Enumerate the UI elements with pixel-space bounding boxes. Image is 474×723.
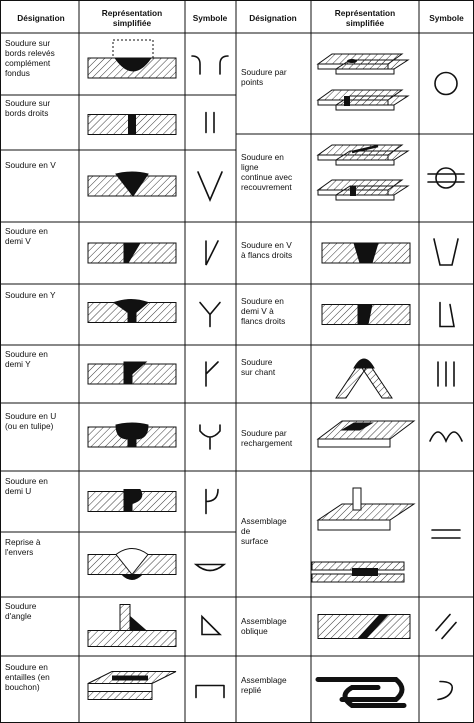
spot-weld-icon bbox=[434, 71, 458, 96]
designation-left-5: Soudure en Y bbox=[5, 290, 56, 300]
back-weld-icon bbox=[193, 563, 227, 572]
flange-left bbox=[335, 367, 367, 399]
flange-right bbox=[361, 367, 393, 399]
designation-left-3: Soudure en V bbox=[5, 160, 56, 170]
weld-bead bbox=[123, 242, 141, 264]
designation-left-7: Soudure en U (ou en tulipe) bbox=[5, 411, 57, 431]
v-groove-icon bbox=[197, 171, 223, 203]
inclined-joint-icon bbox=[435, 613, 457, 640]
weld-bead bbox=[115, 422, 149, 448]
plug-icon bbox=[195, 684, 225, 699]
designation-right-5: Soudure sur chant bbox=[241, 357, 276, 377]
dashed-flange bbox=[112, 39, 154, 59]
bevel-groove-icon bbox=[205, 240, 219, 266]
designation-left-2: Soudure sur bords droits bbox=[5, 98, 51, 118]
seam-bottom-lower-edge bbox=[335, 194, 395, 201]
square-butt-icon bbox=[205, 111, 215, 134]
designation-right-8: Assemblage oblique bbox=[241, 616, 287, 636]
weld-bead bbox=[128, 114, 136, 135]
fillet-bead bbox=[129, 615, 148, 631]
weld-bead bbox=[353, 358, 375, 369]
edge-flange-icon bbox=[191, 55, 229, 75]
designation-right-6: Soudure par rechargement bbox=[241, 428, 293, 448]
weld-bead bbox=[114, 57, 152, 72]
header-symbole-left: Symbole bbox=[192, 13, 228, 23]
designation-left-4: Soudure en demi V bbox=[5, 226, 48, 246]
designation-right-9: Assemblage replié bbox=[241, 675, 287, 695]
designation-right-4: Soudure en demi V à flancs droits bbox=[241, 296, 286, 326]
weld-bead bbox=[112, 299, 149, 323]
weld-bead bbox=[357, 304, 373, 325]
seam-lines-icon bbox=[427, 173, 465, 183]
fold-outer bbox=[315, 677, 405, 702]
fillet-icon bbox=[201, 614, 222, 636]
designation-right-2: Soudure en ligne continue avec recouvrem… bbox=[241, 152, 293, 192]
plug-slot bbox=[112, 675, 148, 681]
designation-right-1: Soudure par points bbox=[241, 67, 287, 87]
edge-weld-icon bbox=[437, 361, 455, 387]
designation-left-11: Soudure en entailles (en bouchon) bbox=[5, 662, 50, 692]
designation-right-7: Assemblage de surface bbox=[241, 516, 287, 546]
web-section bbox=[119, 604, 131, 631]
bottom-plate bbox=[87, 691, 153, 700]
surface-weld bbox=[352, 568, 378, 576]
u-groove-icon bbox=[199, 424, 221, 450]
seam-top-lower-edge bbox=[335, 159, 395, 166]
header-symbole-right: Symbole bbox=[429, 13, 464, 23]
weld-bead bbox=[353, 242, 379, 264]
plate-front bbox=[87, 683, 153, 692]
spot bbox=[347, 59, 357, 63]
j-groove-icon bbox=[205, 488, 219, 515]
designation-left-6: Soudure en demi Y bbox=[5, 349, 48, 369]
oblique-weld bbox=[356, 614, 390, 639]
plate-top bbox=[316, 503, 416, 521]
spot-section bbox=[344, 96, 350, 106]
header-designation-left: Désignation bbox=[17, 13, 65, 23]
designation-left-10: Soudure d'angle bbox=[5, 601, 37, 621]
designation-left-1: Soudure sur bords relevés complément fon… bbox=[5, 38, 55, 78]
spot-top-lower-edge bbox=[335, 68, 395, 75]
fold-inner bbox=[342, 685, 407, 708]
weld-bead bbox=[123, 489, 143, 512]
weld-bead bbox=[123, 361, 148, 385]
y-groove-icon bbox=[199, 301, 221, 328]
plate-section bbox=[87, 630, 177, 647]
surfacing-icon bbox=[429, 431, 463, 443]
weld-bead bbox=[115, 171, 149, 197]
designation-right-3: Soudure en V à flancs droits bbox=[241, 240, 293, 260]
spot-bottom-lower-edge bbox=[335, 104, 395, 111]
plate-edge bbox=[317, 519, 391, 531]
designation-left-8: Soudure en demi U bbox=[5, 476, 48, 496]
back-bead bbox=[120, 574, 144, 580]
weld-face bbox=[115, 548, 149, 576]
header-designation-right: Désignation bbox=[249, 13, 297, 23]
header-representation-left: Représentation simplifiée bbox=[101, 8, 163, 28]
deposit bbox=[340, 422, 374, 431]
steep-v-icon bbox=[433, 238, 459, 266]
seam-weld-icon bbox=[435, 167, 457, 189]
seam-section bbox=[350, 186, 356, 196]
header-representation-right: Représentation simplifiée bbox=[334, 8, 396, 28]
fold-joint-icon bbox=[437, 680, 454, 701]
electrode bbox=[352, 487, 362, 511]
base-plate-edge bbox=[317, 438, 391, 448]
drawings-layer bbox=[87, 39, 465, 708]
seam-line bbox=[351, 144, 379, 154]
surface-joint-icon bbox=[431, 529, 461, 539]
designation-left-9: Reprise à l'envers bbox=[5, 537, 41, 557]
steep-bevel-icon bbox=[439, 301, 455, 328]
half-y-groove-icon bbox=[205, 361, 219, 387]
